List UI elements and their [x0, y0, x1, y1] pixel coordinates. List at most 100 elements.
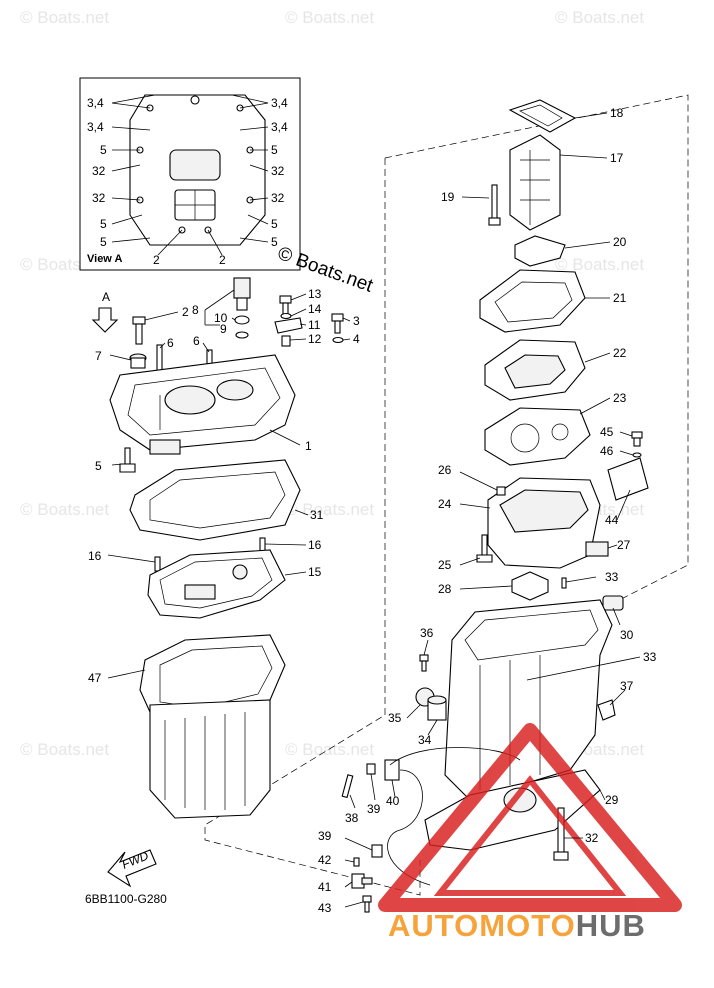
- manifold-24: [487, 477, 601, 569]
- washer-4: [332, 336, 344, 344]
- view-callout: 5: [100, 235, 107, 249]
- callout: 46: [600, 444, 614, 458]
- hose-38: [341, 774, 354, 799]
- callout: 38: [345, 811, 359, 825]
- callout: 14: [308, 302, 322, 316]
- sensor-8: [233, 277, 251, 311]
- view-a-top-face: [129, 94, 266, 246]
- callout: 15: [308, 565, 322, 579]
- gasket-18: [508, 99, 577, 133]
- washer-46: [632, 452, 642, 458]
- bolt-43: [362, 895, 372, 913]
- callout: 11: [308, 318, 321, 332]
- callout: 2: [182, 305, 189, 319]
- view-callout: 32: [271, 191, 285, 205]
- callout: 21: [613, 291, 627, 305]
- plug-27: [585, 541, 609, 557]
- view-callout: 32: [92, 191, 106, 205]
- gasket-23: [484, 407, 591, 466]
- callout: 4: [353, 332, 360, 346]
- callout: 42: [318, 853, 332, 867]
- view-a-arrow: A: [91, 290, 119, 333]
- gasket-21: [479, 269, 586, 333]
- callout: 26: [438, 463, 452, 477]
- view-callout: 32: [271, 164, 285, 178]
- view-callout: 3,4: [87, 120, 104, 134]
- clip-39: [366, 763, 376, 775]
- callout: 16: [308, 538, 322, 552]
- callout: 19: [441, 190, 455, 204]
- callout: 7: [95, 349, 102, 363]
- callout: 29: [605, 793, 619, 807]
- callout: 16: [88, 549, 102, 563]
- grommet-30: [602, 595, 624, 611]
- bolt-32: [553, 807, 569, 861]
- brand-part1: AUTOMOTO: [388, 908, 576, 943]
- callout: 39: [367, 802, 381, 816]
- washer-14: [280, 312, 292, 320]
- bracket-37: [597, 699, 616, 721]
- callout: 25: [438, 558, 452, 572]
- brand-part2: HUB: [575, 908, 646, 943]
- callout: 40: [386, 794, 400, 808]
- pin-33: [561, 577, 567, 589]
- view-callout: 5: [271, 235, 278, 249]
- o-ring-10: [234, 315, 250, 325]
- bolt-45: [631, 431, 643, 447]
- callout: 30: [620, 628, 634, 642]
- view-callout: 5: [100, 217, 107, 231]
- plate-15: [147, 549, 286, 619]
- bolt-25: [476, 534, 493, 563]
- view-a-label: View A: [87, 253, 123, 265]
- bolt-36: [419, 654, 429, 672]
- collar-12: [281, 335, 291, 347]
- callout: 28: [438, 582, 452, 596]
- view-callout: 3,4: [87, 96, 104, 110]
- automotohub-logo-triangle: [378, 723, 682, 912]
- seal-20: [514, 235, 566, 267]
- callout: 43: [318, 901, 332, 915]
- plug-7: [129, 353, 147, 369]
- bolt-19: [488, 184, 501, 226]
- callout: 8: [192, 303, 199, 317]
- callout: 22: [613, 346, 627, 360]
- callout: 27: [617, 538, 631, 552]
- bolt-5: [119, 447, 136, 473]
- view-callout: 5: [271, 217, 278, 231]
- view-callout: 5: [271, 143, 278, 157]
- view-callout: 3,4: [271, 96, 288, 110]
- callout: 41: [318, 880, 332, 894]
- ring-28: [511, 571, 549, 601]
- pin-42: [353, 857, 360, 867]
- svg-text:A: A: [102, 290, 110, 304]
- fitting-34: [427, 695, 447, 721]
- view-callout: 3,4: [271, 120, 288, 134]
- callout: 45: [600, 425, 614, 439]
- clip-39: [371, 844, 383, 858]
- callout: 39: [318, 829, 332, 843]
- callout: 47: [88, 671, 102, 685]
- callout: 33: [605, 570, 619, 584]
- callout: 6: [167, 336, 174, 350]
- automotohub-logo: AUTOMOTOHUB: [388, 908, 646, 944]
- fwd-arrow: FWD: [107, 848, 157, 888]
- bracket-11: [274, 317, 303, 334]
- callout: 37: [620, 679, 634, 693]
- oil-pan: [149, 699, 271, 819]
- callout: 9: [220, 322, 227, 336]
- callout: 31: [310, 508, 324, 522]
- callout: 32: [585, 831, 599, 845]
- housing-17: [509, 134, 561, 231]
- exhaust-guide-1: [109, 354, 296, 455]
- view-callout: 5: [100, 143, 107, 157]
- callout: 17: [610, 151, 624, 165]
- callout: 3: [353, 314, 360, 328]
- callout: 35: [388, 711, 402, 725]
- bolt-2: [132, 316, 146, 345]
- callout: 34: [418, 733, 432, 747]
- upper-casing-29: [424, 599, 613, 851]
- callout: 6: [193, 334, 200, 348]
- callout: 20: [613, 235, 627, 249]
- callout: 12: [308, 332, 322, 346]
